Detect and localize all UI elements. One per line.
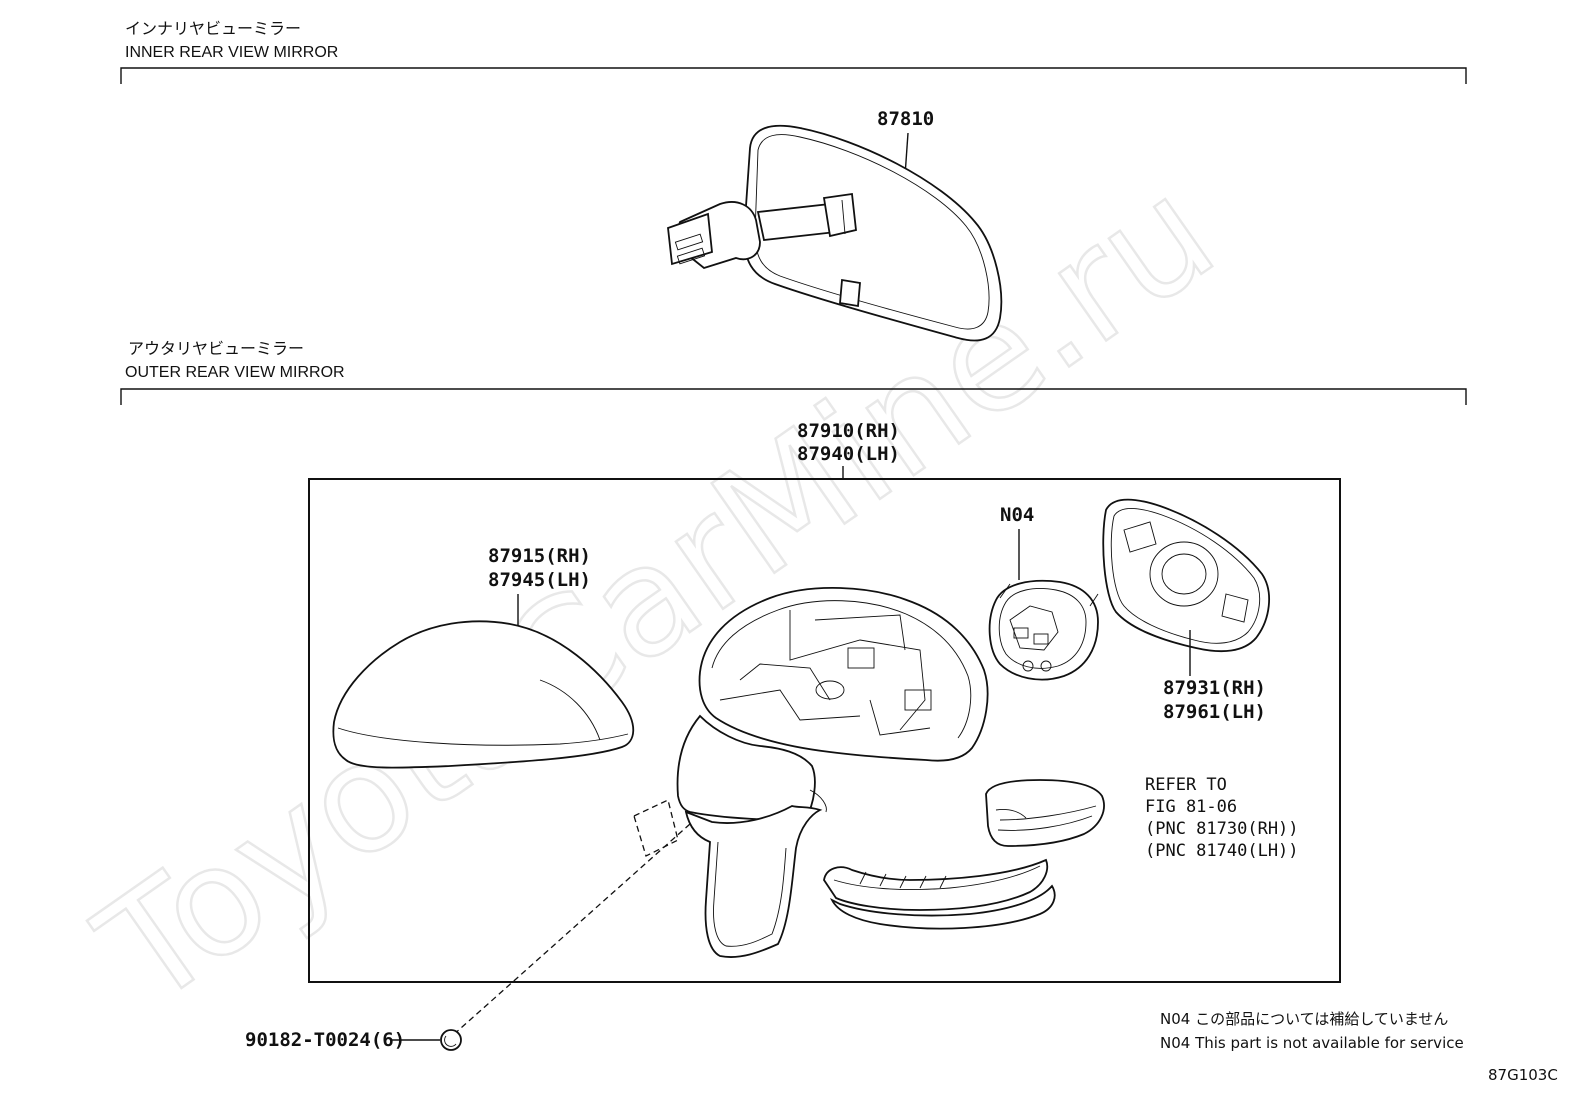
screw-leader-dashed xyxy=(451,799,691,1037)
part-label-87961-lh[interactable]: 87961(LH) xyxy=(1163,701,1266,723)
garnish-strip-illustration xyxy=(823,858,1056,930)
reference-line-2: FIG 81-06 xyxy=(1145,797,1237,817)
section-outer-title-jp: アウタリヤビューミラー xyxy=(128,340,304,358)
part-label-90182-t0024[interactable]: 90182-T0024(6) xyxy=(245,1029,405,1051)
screw-illustration[interactable] xyxy=(440,1029,462,1051)
section-outer-title-en: OUTER REAR VIEW MIRROR xyxy=(125,364,345,381)
section-outer-bracket xyxy=(120,388,1467,405)
note-en: N04 This part is not available for servi… xyxy=(1160,1034,1464,1052)
part-label-87810[interactable]: 87810 xyxy=(877,108,934,130)
assembly-box xyxy=(308,478,1341,983)
figure-code: 87G103C xyxy=(1488,1066,1558,1084)
reference-line-4: (PNC 81740(LH)) xyxy=(1145,841,1299,861)
reference-line-3: (PNC 81730(RH)) xyxy=(1145,819,1299,839)
part-label-n04[interactable]: N04 xyxy=(1000,504,1034,526)
section-inner-title-jp: インナリヤビューミラー xyxy=(125,20,301,38)
reference-note[interactable]: REFER TO FIG 81-06 (PNC 81730(RH)) (PNC … xyxy=(1145,775,1299,861)
part-label-87940-lh[interactable]: 87940(LH) xyxy=(797,443,900,465)
mirror-cover-illustration[interactable] xyxy=(332,620,635,769)
mirror-glass-illustration[interactable] xyxy=(1102,498,1270,653)
part-label-87945-lh[interactable]: 87945(LH) xyxy=(488,569,591,591)
part-label-87931-rh[interactable]: 87931(RH) xyxy=(1163,677,1266,699)
reference-line-1: REFER TO xyxy=(1145,775,1227,795)
part-label-87910-rh[interactable]: 87910(RH) xyxy=(797,420,900,442)
section-inner-title-en: INNER REAR VIEW MIRROR xyxy=(125,44,338,61)
note-jp: N04 この部品については補給していません xyxy=(1160,1010,1448,1028)
mirror-housing-illustration[interactable] xyxy=(676,586,989,958)
inner-mirror-illustration[interactable] xyxy=(667,124,1003,342)
actuator-illustration[interactable] xyxy=(988,579,1099,681)
section-inner-bracket xyxy=(120,67,1467,84)
turn-signal-illustration[interactable] xyxy=(985,779,1105,847)
part-label-87915-rh[interactable]: 87915(RH) xyxy=(488,545,591,567)
